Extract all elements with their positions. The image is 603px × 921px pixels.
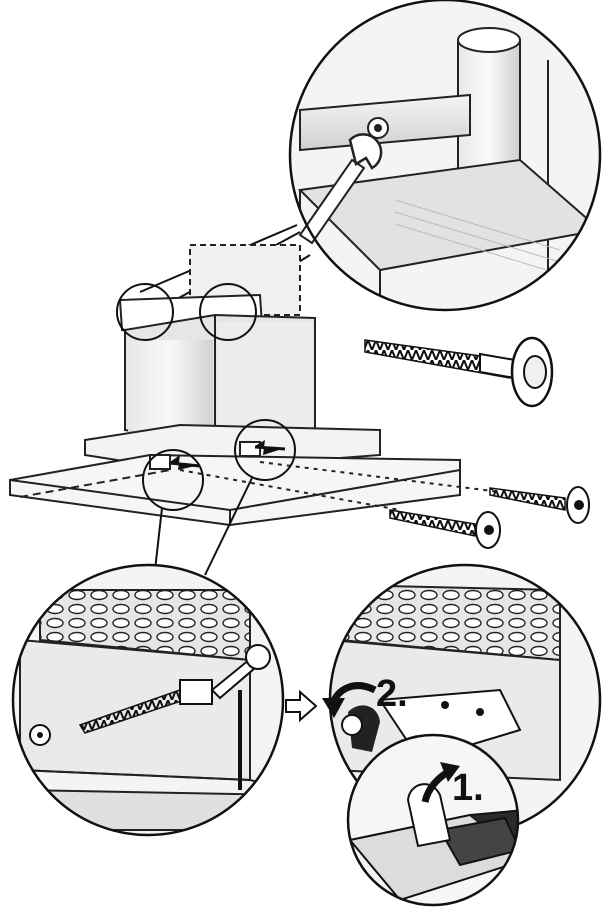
detail-circle-bottom-left [11, 563, 285, 837]
curved-arrow-step-2-icon [322, 682, 377, 718]
hood-assembly [9, 244, 501, 527]
callout-lines-bottom [154, 477, 253, 576]
screw-large-icon [364, 336, 554, 408]
wrench-icon [298, 133, 383, 245]
callout-circles-hood [116, 283, 296, 511]
curved-arrow-step-1-icon [421, 762, 460, 803]
detail-circle-inset [346, 733, 520, 907]
step-1-label: 1. [452, 767, 484, 809]
step-2-label: 2. [376, 673, 408, 715]
screw-small-icon [389, 509, 501, 549]
screw-medium-icon [489, 486, 590, 524]
hollow-right-arrow-icon [285, 689, 318, 723]
detail-circle-top [288, 0, 602, 312]
